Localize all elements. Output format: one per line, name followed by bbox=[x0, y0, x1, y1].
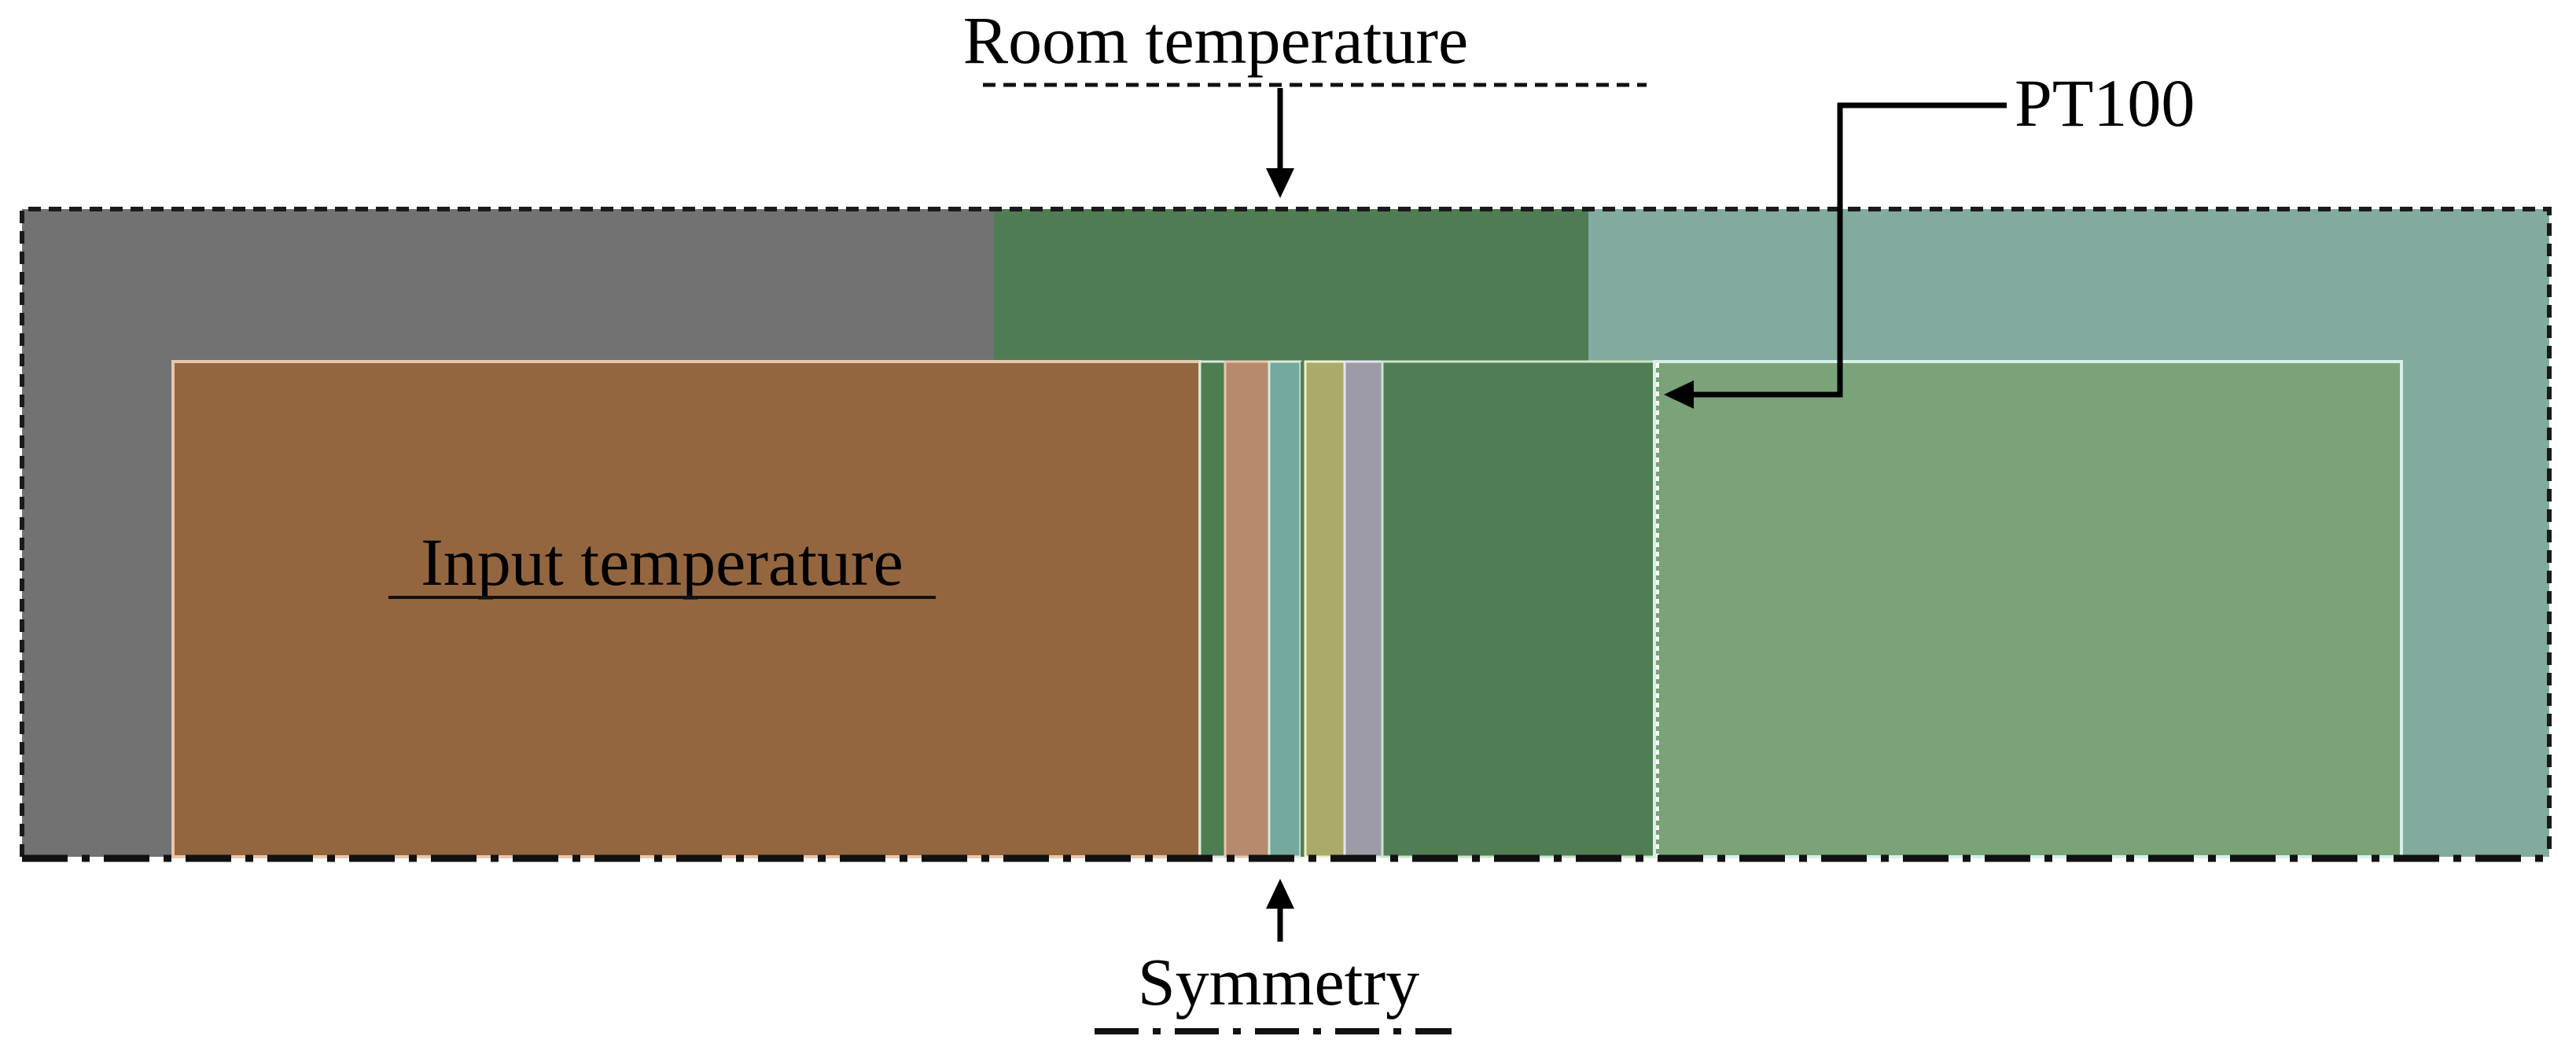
layer-lavender bbox=[1343, 360, 1384, 858]
symmetry-label: Symmetry bbox=[1138, 944, 1419, 1019]
room-temperature-boundary bbox=[20, 207, 2552, 857]
right-region-green bbox=[1653, 360, 2403, 858]
sensor-block-green bbox=[1381, 360, 1656, 858]
room-temperature-arrow-icon bbox=[1266, 168, 1294, 198]
input-temperature-region bbox=[171, 360, 1202, 858]
pt100-arrow-icon bbox=[1664, 380, 1694, 409]
layer-green-thin bbox=[1301, 362, 1305, 857]
symmetry-arrow-icon bbox=[1266, 879, 1294, 909]
pt100-label: PT100 bbox=[2015, 65, 2195, 141]
layer-light-brown bbox=[1224, 360, 1271, 858]
layer-olive-yellow bbox=[1304, 360, 1346, 858]
layer-teal bbox=[1268, 360, 1302, 858]
room-temperature-label: Room temperature bbox=[963, 2, 1468, 78]
outer-region-middle-top bbox=[994, 209, 1588, 362]
input-temperature-label: Input temperature bbox=[421, 524, 903, 600]
layer-thin-green bbox=[1198, 360, 1227, 858]
pt100-leader-line bbox=[1692, 102, 2007, 398]
